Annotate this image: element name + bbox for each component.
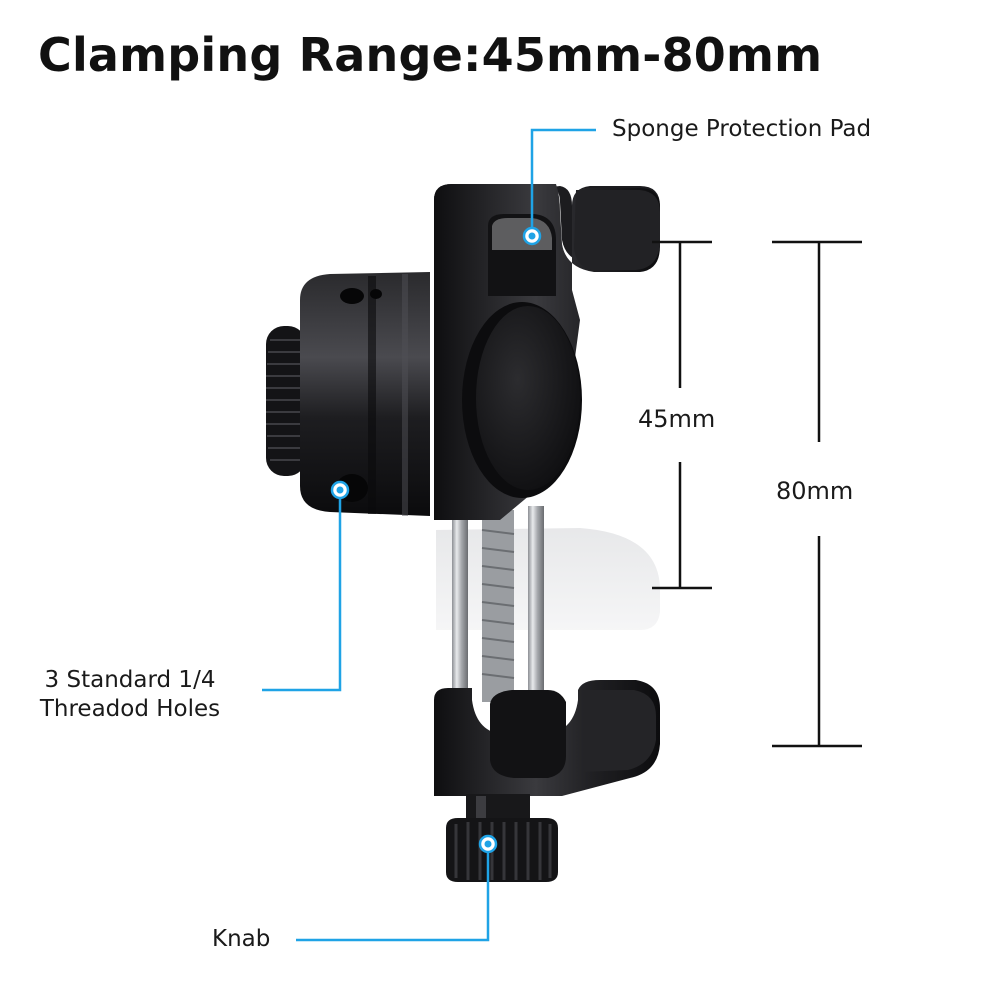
ghost-jaw (436, 528, 660, 630)
dimension-45mm (652, 240, 712, 590)
guide-rods (452, 506, 544, 706)
dimension-80mm (772, 240, 862, 748)
holes-label-line2: Threadod Holes (39, 696, 221, 722)
max-range-label: 80mm (776, 477, 854, 505)
rotation-disc (462, 302, 582, 498)
min-range-label: 45mm (638, 405, 716, 433)
sponge-pad-label: Sponge Protection Pad (612, 116, 872, 142)
mount-cylinder (300, 272, 430, 516)
tension-knob (446, 794, 558, 882)
holes-leader (262, 490, 342, 692)
holes-label-line1: 3 Standard 1/4 (44, 667, 216, 693)
page-title: Clamping Range:45mm-80mm (38, 28, 823, 82)
rear-knob (266, 326, 306, 476)
bottom-jaw (434, 680, 660, 796)
knob-leader (296, 844, 490, 942)
callout-lines (262, 128, 596, 942)
sponge-pad-leader (530, 128, 596, 236)
holes-label: 3 Standard 1/4 Threadod Holes (20, 666, 240, 724)
knob-label: Knab (212, 926, 271, 952)
callout-dots (330, 226, 542, 854)
